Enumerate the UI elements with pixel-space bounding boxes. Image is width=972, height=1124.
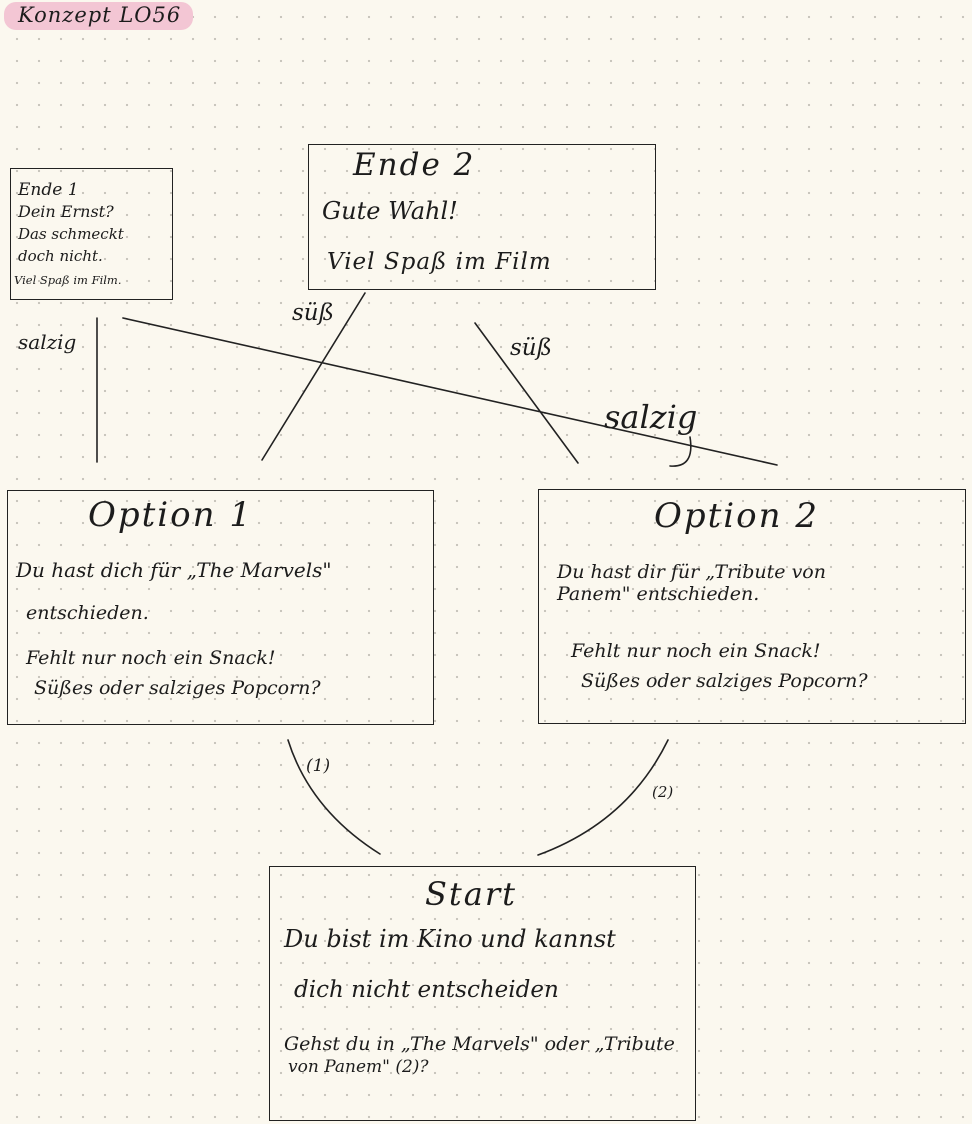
start-box: Start Du bist im Kino und kannst dich ni… [269,866,696,1121]
page-title: Konzept LO56 [4,2,194,30]
option2-box: Option 2 Du hast dir für „Tribute von Pa… [538,489,966,724]
edge-start-to-opt2 [537,739,669,856]
option1-box: Option 1 Du hast dich für „The Marvels" … [7,490,434,725]
edge-label-salzig-cross: salzig [604,398,698,436]
edge-label-suess-left: süß [292,300,334,326]
option1-line-4: Süßes oder salziges Popcorn? [34,677,321,699]
ende1-line-1: Dein Ernst? [18,202,114,221]
start-title: Start [425,875,518,913]
edge-label-start-to-option2: (2) [652,783,674,801]
ende1-line-3: doch nicht. [18,247,103,265]
ende2-line-2: Viel Spaß im Film [327,249,552,275]
ende1-line-2: Das schmeckt [18,225,124,243]
ende2-line-1: Gute Wahl! [322,197,458,225]
option2-line-3: Fehlt nur noch ein Snack! [571,640,821,662]
option1-title: Option 1 [88,495,253,535]
edge-label-salzig-left: salzig [18,330,77,354]
ende2-title: Ende 2 [353,147,476,183]
edge-label-suess-right: süß [510,335,552,361]
option2-line-2: Panem" entschieden. [557,583,760,605]
start-line-2: dich nicht entscheiden [294,977,559,1003]
ende1-box: Ende 1 Dein Ernst? Das schmeckt doch nic… [10,168,173,300]
option1-line-3: Fehlt nur noch ein Snack! [26,647,276,669]
start-line-4: von Panem" (2)? [288,1057,429,1077]
ende1-line-4: Viel Spaß im Film. [14,273,122,287]
start-line-3: Gehst du in „The Marvels" oder „Tribute [284,1033,675,1055]
salzig-underline-hook [669,436,692,467]
option2-line-1: Du hast dir für „Tribute von [557,561,826,583]
edge-label-start-to-option1: (1) [306,756,331,776]
option2-title: Option 2 [654,496,819,536]
option1-line-2: entschieden. [26,602,149,624]
ende1-title: Ende 1 [18,180,79,200]
start-line-1: Du bist im Kino und kannst [284,925,616,953]
option2-line-4: Süßes oder salziges Popcorn? [581,670,868,692]
edge-opt2-to-ende1-cross [122,317,778,466]
ende2-box: Ende 2 Gute Wahl! Viel Spaß im Film [308,144,656,290]
option1-line-1: Du hast dich für „The Marvels" [16,558,332,582]
edge-start-to-opt1 [287,739,381,855]
